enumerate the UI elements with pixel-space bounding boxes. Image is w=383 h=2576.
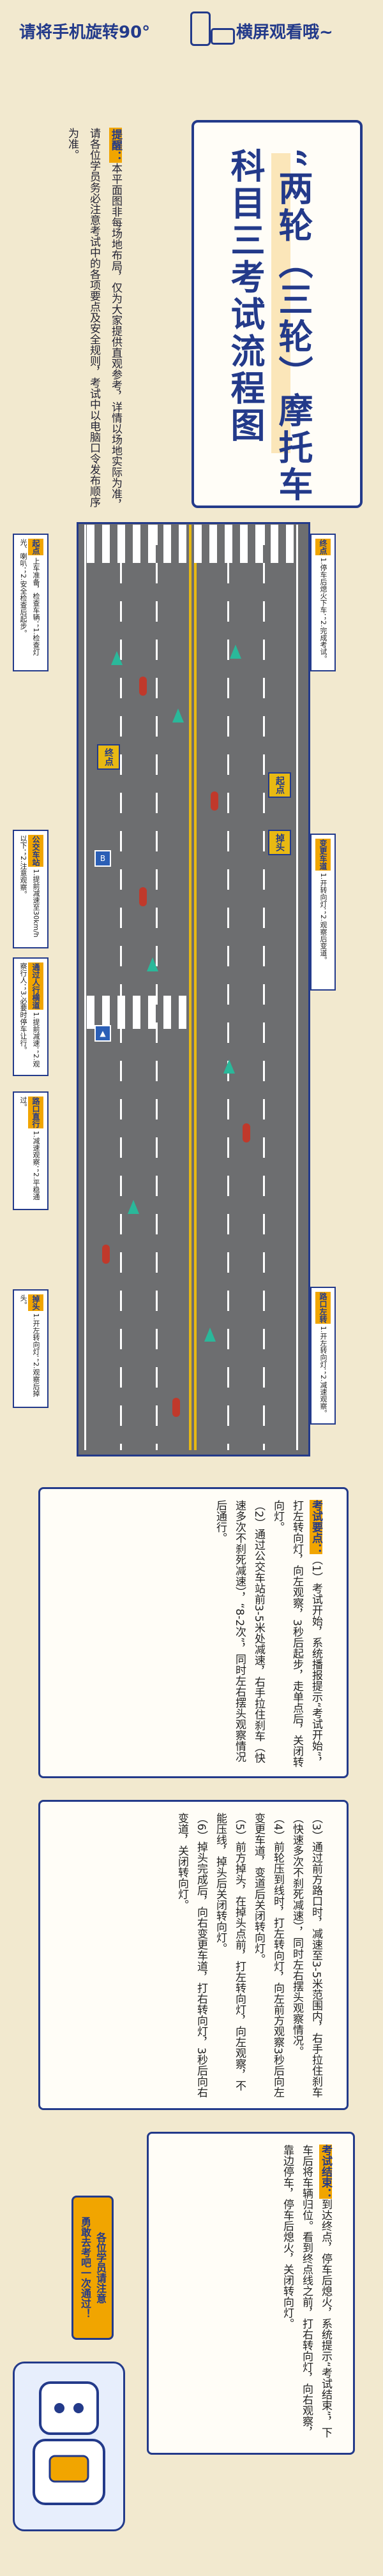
final-badge: 考试结束： bbox=[319, 2145, 332, 2199]
tip-4: （4）前轮压到线时，打左转向灯，向左前方观察3秒后向左变更车道，变道后关闭转向灯… bbox=[252, 1813, 284, 2098]
phone-landscape-icon bbox=[211, 28, 235, 45]
crosswalk-sign-icon: ▲ bbox=[94, 1025, 111, 1042]
final-panel-text: 考试结束：到达终点，停车后熄火，系统提示“考试结束”，下车后将车辆归位。看到终点… bbox=[163, 2145, 335, 2445]
label-cross: 通过人行横道 1.提前减速；2.观察行人；3.必要时停车让行。 bbox=[13, 957, 49, 1076]
phone-portrait-icon bbox=[190, 11, 211, 46]
tip-3: （3）通过前方路口时，减速至3-5米范围内，右手拉住刹车（快速多次不刹死减速），… bbox=[290, 1813, 322, 2098]
label-cross-text: 1.提前减速；2.观察行人；3.必要时停车让行。 bbox=[19, 962, 40, 1068]
tag-start: 起点 bbox=[268, 772, 291, 798]
lane-dash-1 bbox=[120, 525, 122, 1450]
intro-body: 本平面图非每场地布局，仅为大家提供直观参考，详情以场地实际为准，请各位学员务必注… bbox=[66, 128, 122, 510]
title-accent bbox=[271, 153, 290, 453]
label-lane: 变更车道 1.开转向灯；2.观察后变道。 bbox=[310, 834, 336, 991]
label-end-title: 终点 bbox=[315, 539, 331, 555]
label-start-title: 起点 bbox=[28, 539, 43, 555]
lane-dash-2 bbox=[156, 525, 158, 1450]
direction-arrow-icon bbox=[147, 957, 158, 971]
label-start: 起点 上车准备，检查车辆；1.检查灯光、喇叭；2.安全检查后起步。 bbox=[13, 534, 49, 671]
callout-bubble: 各位学员请注意勇敢去考吧一次通过！ bbox=[71, 2196, 114, 2340]
center-line-1 bbox=[189, 525, 192, 1450]
intro-text: 提醒：本平面图非每场地布局，仅为大家提供直观参考，详情以场地实际为准，请各位学员… bbox=[61, 128, 126, 511]
title-box bbox=[192, 120, 363, 508]
label-lane-text: 1.开转向灯；2.观察后变道。 bbox=[319, 872, 327, 964]
label-intersection-title: 路口直行 bbox=[28, 1097, 43, 1128]
direction-arrow-icon bbox=[204, 1328, 216, 1342]
label-left-text: 1.开左转向灯；2.减速观察。 bbox=[319, 1326, 327, 1417]
tag-turn: 掉头 bbox=[268, 830, 291, 855]
motorcycle-icon bbox=[172, 1398, 180, 1417]
rotate-tip: 请将手机旋转90° bbox=[19, 23, 151, 42]
lane-dash-4 bbox=[263, 525, 265, 1450]
motorcycle-icon bbox=[139, 677, 147, 696]
label-cross-title: 通过人行横道 bbox=[28, 962, 43, 1010]
direction-arrow-icon bbox=[223, 1060, 235, 1074]
label-intersection-text: 1.减速观察；2.平稳通过。 bbox=[19, 1097, 40, 1201]
center-line-2 bbox=[194, 525, 197, 1450]
final-text: 到达终点，停车后熄火，系统提示“考试结束”，下车后将车辆归位。看到终点线之前，打… bbox=[281, 2145, 332, 2438]
tips-panel-2 bbox=[38, 1800, 349, 2110]
direction-arrow-icon bbox=[230, 645, 241, 659]
tips-panel-1 bbox=[38, 1487, 349, 1778]
callout-line-1: 各位学员请注意 bbox=[94, 2232, 107, 2303]
label-bus-title: 公交车站 bbox=[28, 835, 43, 867]
mascot-robot-icon bbox=[33, 2381, 105, 2505]
label-turnaround: 掉头 1.开左转向灯；2.观察后掉头。 bbox=[13, 1289, 49, 1408]
motorcycle-icon bbox=[243, 1123, 250, 1142]
callout-line-2: 勇敢去考吧一次通过！ bbox=[79, 2217, 91, 2319]
label-bus: 公交车站 1.提前减速至30km/h以下；2.注意观察。 bbox=[13, 830, 49, 948]
label-end: 终点 1.停车后熄火下车；2.完成考试。 bbox=[310, 534, 336, 671]
mascot-character bbox=[13, 2362, 125, 2531]
label-left-title: 路口左转 bbox=[315, 1292, 331, 1324]
crosswalk-top bbox=[87, 525, 296, 563]
title-line-1: “两轮（三轮）摩托车 bbox=[273, 148, 313, 504]
tips-panel-2-text: （3）通过前方路口时，减速至3-5米范围内，右手拉住刹车（快速多次不刹死减速），… bbox=[57, 1813, 326, 2100]
road-diagram bbox=[77, 522, 310, 1456]
motorcycle-icon bbox=[211, 791, 218, 811]
label-turnaround-text: 1.开左转向灯；2.观察后掉头。 bbox=[19, 1294, 40, 1397]
direction-arrow-icon bbox=[128, 1200, 139, 1214]
label-intersection: 路口直行 1.减速观察；2.平稳通过。 bbox=[13, 1091, 49, 1210]
road-edge-right bbox=[296, 525, 298, 1450]
title-line-2: 科目三考试流程图 bbox=[225, 148, 266, 444]
direction-arrow-icon bbox=[111, 651, 123, 665]
lane-dash-3 bbox=[227, 525, 229, 1450]
intro-badge: 提醒： bbox=[109, 128, 122, 163]
label-lane-title: 变更车道 bbox=[315, 839, 331, 871]
motorcycle-icon bbox=[102, 1245, 110, 1264]
landscape-tip: 横屏观看哦~ bbox=[236, 23, 333, 42]
label-turnaround-title: 掉头 bbox=[28, 1294, 43, 1311]
tag-end: 终点 bbox=[97, 744, 120, 770]
label-bus-text: 1.提前减速至30km/h以下；2.注意观察。 bbox=[19, 835, 40, 938]
crosswalk-mid bbox=[87, 996, 189, 1029]
motorcycle-icon bbox=[139, 887, 147, 906]
tip-2: （2）通过公交车站前3-5米处减速，右手拉住刹车（快速多次不刹死减速），“8-2… bbox=[214, 1500, 265, 1764]
tips-panel-1-text: 考试要点：（1）考试开始，系统播报提示“考试开始”，打左转向灯，向左观察，3秒后… bbox=[57, 1500, 326, 1768]
tip-6: （6）掉头完成后，向右变更车道，打右转向灯，3秒后向右变道，关闭转向灯。 bbox=[176, 1813, 207, 2098]
label-left: 路口左转 1.开左转向灯；2.减速观察。 bbox=[310, 1287, 336, 1425]
direction-arrow-icon bbox=[172, 708, 184, 723]
tip-1: （1）考试开始，系统播报提示“考试开始”，打左转向灯，向左观察，3秒后起步，走单… bbox=[271, 1500, 322, 1768]
label-start-text: 上车准备，检查车辆；1.检查灯光、喇叭；2.安全检查后起步。 bbox=[19, 539, 40, 655]
tip-5: （5）前方掉头，在掉头点前，打左转向灯，向左观察，不能压线，掉头后关闭转向灯。 bbox=[214, 1813, 246, 2091]
tips-badge: 考试要点： bbox=[310, 1500, 322, 1554]
bus-stop-sign-icon: B bbox=[94, 850, 111, 867]
road-edge-left bbox=[84, 525, 86, 1450]
label-end-text: 1.停车后熄火下车；2.完成考试。 bbox=[319, 557, 327, 663]
